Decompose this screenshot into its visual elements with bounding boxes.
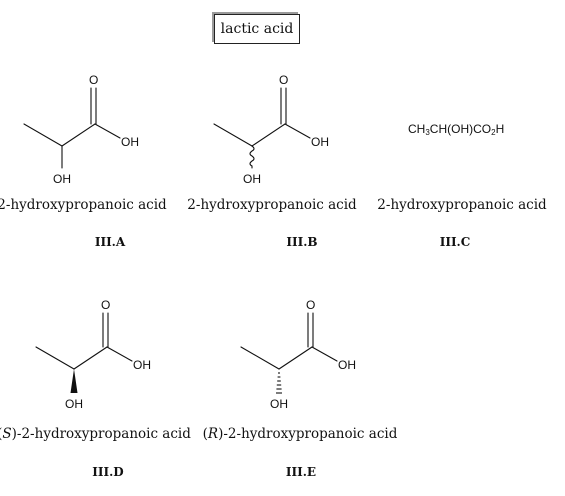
atom-alpha-oh: OH bbox=[243, 172, 261, 186]
bond-methyl bbox=[35, 346, 75, 370]
atom-carbonyl-o: O bbox=[306, 298, 315, 312]
tag-iii-e: III.E bbox=[285, 465, 317, 479]
name-prefix: ( bbox=[202, 426, 208, 442]
tag-iii-c: III.C bbox=[439, 235, 471, 249]
bond-c1-oh bbox=[94, 123, 121, 139]
atom-carbonyl-o: O bbox=[279, 73, 288, 87]
name-suffix: )-2-hydroxypropanoic acid bbox=[11, 426, 191, 442]
name-iii-a: 2-hydroxypropanoic acid bbox=[0, 197, 167, 213]
stereo-descriptor: S bbox=[2, 426, 12, 442]
atom-acid-oh: OH bbox=[311, 135, 329, 149]
title-text: lactic acid bbox=[220, 21, 294, 37]
name-iii-b: 2-hydroxypropanoic acid bbox=[187, 197, 357, 213]
name-prefix: ( bbox=[0, 426, 2, 442]
atom-alpha-oh: OH bbox=[65, 397, 83, 411]
name-iii-c: 2-hydroxypropanoic acid bbox=[377, 197, 547, 213]
bond-c1-oh bbox=[311, 346, 338, 362]
atom-acid-oh: OH bbox=[121, 135, 139, 149]
formula-subscript: 3 bbox=[425, 128, 430, 137]
formula-part: CH bbox=[408, 122, 426, 136]
structure-iii-b: O OH OH bbox=[213, 73, 329, 186]
bond-c2-c1 bbox=[278, 346, 313, 370]
bond-methyl bbox=[213, 123, 253, 147]
formula-part: H bbox=[495, 122, 505, 136]
name-iii-d: (S)-2-hydroxypropanoic acid bbox=[0, 426, 191, 442]
bond-c1-oh bbox=[284, 123, 311, 139]
bond-c2-c1 bbox=[73, 346, 108, 370]
atom-carbonyl-o: O bbox=[89, 73, 98, 87]
bond-hash bbox=[276, 372, 282, 394]
tag-iii-a: III.A bbox=[94, 235, 126, 249]
structure-iii-e: O OH OH bbox=[240, 298, 356, 411]
bond-methyl bbox=[240, 346, 280, 370]
atom-alpha-oh: OH bbox=[270, 397, 288, 411]
tag-iii-d: III.D bbox=[92, 465, 124, 479]
condensed-formula: CH3CH(OH)CO2H bbox=[408, 122, 504, 137]
structure-iii-a: O OH OH bbox=[23, 73, 139, 186]
atom-alpha-oh: OH bbox=[53, 172, 71, 186]
bond-c1-oh bbox=[106, 346, 133, 362]
bond-methyl bbox=[23, 123, 63, 147]
name-suffix: )-2-hydroxypropanoic acid bbox=[218, 426, 398, 442]
structure-iii-d: O OH OH bbox=[35, 298, 151, 411]
bond-wavy bbox=[249, 145, 255, 169]
tag-iii-b: III.B bbox=[286, 235, 318, 249]
atom-carbonyl-o: O bbox=[101, 298, 110, 312]
atom-acid-oh: OH bbox=[133, 358, 151, 372]
formula-subscript: 2 bbox=[491, 128, 496, 137]
bond-c2-c1 bbox=[61, 123, 96, 147]
formula-part: CH(OH)CO bbox=[429, 122, 492, 136]
atom-acid-oh: OH bbox=[338, 358, 356, 372]
bond-wedge bbox=[70, 369, 78, 393]
name-iii-e: (R)-2-hydroxypropanoic acid bbox=[203, 426, 398, 442]
bond-c2-c1 bbox=[251, 123, 286, 147]
stereo-descriptor: R bbox=[207, 426, 219, 442]
title-box: lactic acid bbox=[214, 14, 300, 44]
